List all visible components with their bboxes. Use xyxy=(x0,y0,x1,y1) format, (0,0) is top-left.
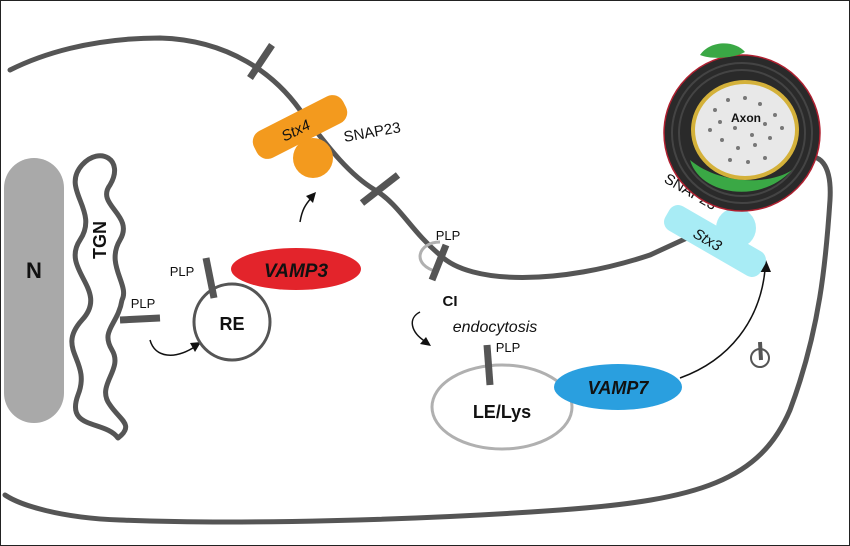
stx4-bar xyxy=(252,95,348,159)
arrow-endocytosis xyxy=(411,311,427,343)
plp-marker-re xyxy=(202,257,218,299)
tgn-label: TGN xyxy=(90,221,110,259)
pm-marker-1 xyxy=(247,43,275,80)
axon-label: Axon xyxy=(731,111,761,125)
arrow-re-to-pm-head xyxy=(306,192,316,203)
arrow-endocytosis-head xyxy=(420,337,431,346)
vamp3-ellipse xyxy=(231,248,361,290)
plp-label-le: PLP xyxy=(496,340,521,355)
arrow-tgn-to-re-head xyxy=(190,342,201,352)
plp-marker-vesicle xyxy=(758,341,763,361)
vamp7-ellipse xyxy=(554,364,682,410)
myelinated-axon xyxy=(663,43,821,212)
plp-marker-pm xyxy=(428,243,450,282)
nucleus-label: N xyxy=(26,258,42,283)
ci-label: CI xyxy=(443,293,458,310)
snap23-circle-stx4 xyxy=(293,138,333,178)
endocytosis-label: endocytosis xyxy=(453,319,538,336)
stx3-bar xyxy=(664,205,766,277)
plasma-membrane xyxy=(7,35,703,280)
plp-label-tgn: PLP xyxy=(131,296,156,311)
tgn-membrane xyxy=(69,153,129,441)
plp-marker-le xyxy=(483,344,494,386)
arrow-tgn-to-re xyxy=(149,339,197,356)
snap23-label-top: SNAP23 xyxy=(342,119,402,146)
arrow-re-to-pm xyxy=(299,196,313,223)
re-label: RE xyxy=(219,314,244,334)
plp-label-pm: PLP xyxy=(436,228,461,243)
arrow-le-to-pm xyxy=(679,269,766,379)
clathrin-pit xyxy=(418,240,441,274)
vamp3-label: VAMP3 xyxy=(264,261,328,282)
plp-label-re: PLP xyxy=(170,264,195,279)
plp-marker-tgn xyxy=(119,314,161,324)
recycling-endosome xyxy=(192,282,272,362)
le-lys-label: LE/Lys xyxy=(473,402,531,422)
nucleus xyxy=(4,158,64,423)
pm-marker-2 xyxy=(359,172,401,206)
plasma-membrane-right xyxy=(2,154,833,525)
late-endosome-lysosome xyxy=(430,363,574,451)
vamp7-label: VAMP7 xyxy=(588,378,650,398)
